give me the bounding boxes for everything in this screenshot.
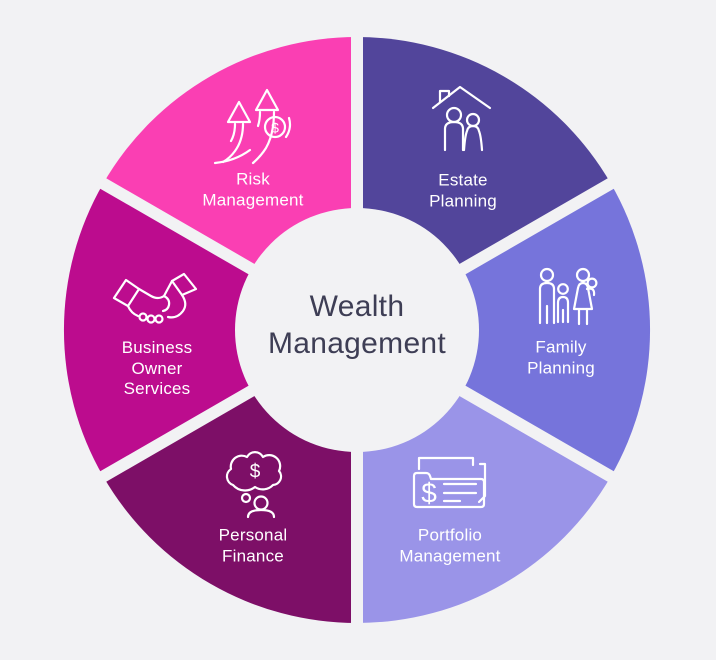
svg-text:$: $ [271, 120, 279, 136]
handshake-icon [112, 272, 198, 324]
segment-business-owner-services [63, 183, 358, 477]
segment-label-personal-finance: Personal Finance [218, 525, 288, 565]
family-group-icon [538, 267, 598, 326]
segment-label-portfolio-management: Portfolio Management [399, 525, 501, 565]
thought-dollar-icon: $ [225, 451, 283, 519]
center-title: Wealth Management [267, 290, 447, 360]
center-hub [235, 208, 479, 452]
svg-text:$: $ [250, 462, 261, 483]
house-family-icon [431, 85, 492, 152]
segment-label-risk-management: Risk Management [202, 169, 304, 209]
folder-dollar-icon: $ [412, 456, 487, 509]
segment-label-family-planning: Family Planning [527, 337, 595, 377]
growth-arrows-icon: $ [213, 88, 292, 165]
svg-text:$: $ [421, 478, 437, 509]
segment-family-planning [357, 183, 651, 477]
segment-label-estate-planning: Estate Planning [429, 170, 497, 210]
segment-label-business-owner-services: Business Owner Services [121, 337, 193, 399]
